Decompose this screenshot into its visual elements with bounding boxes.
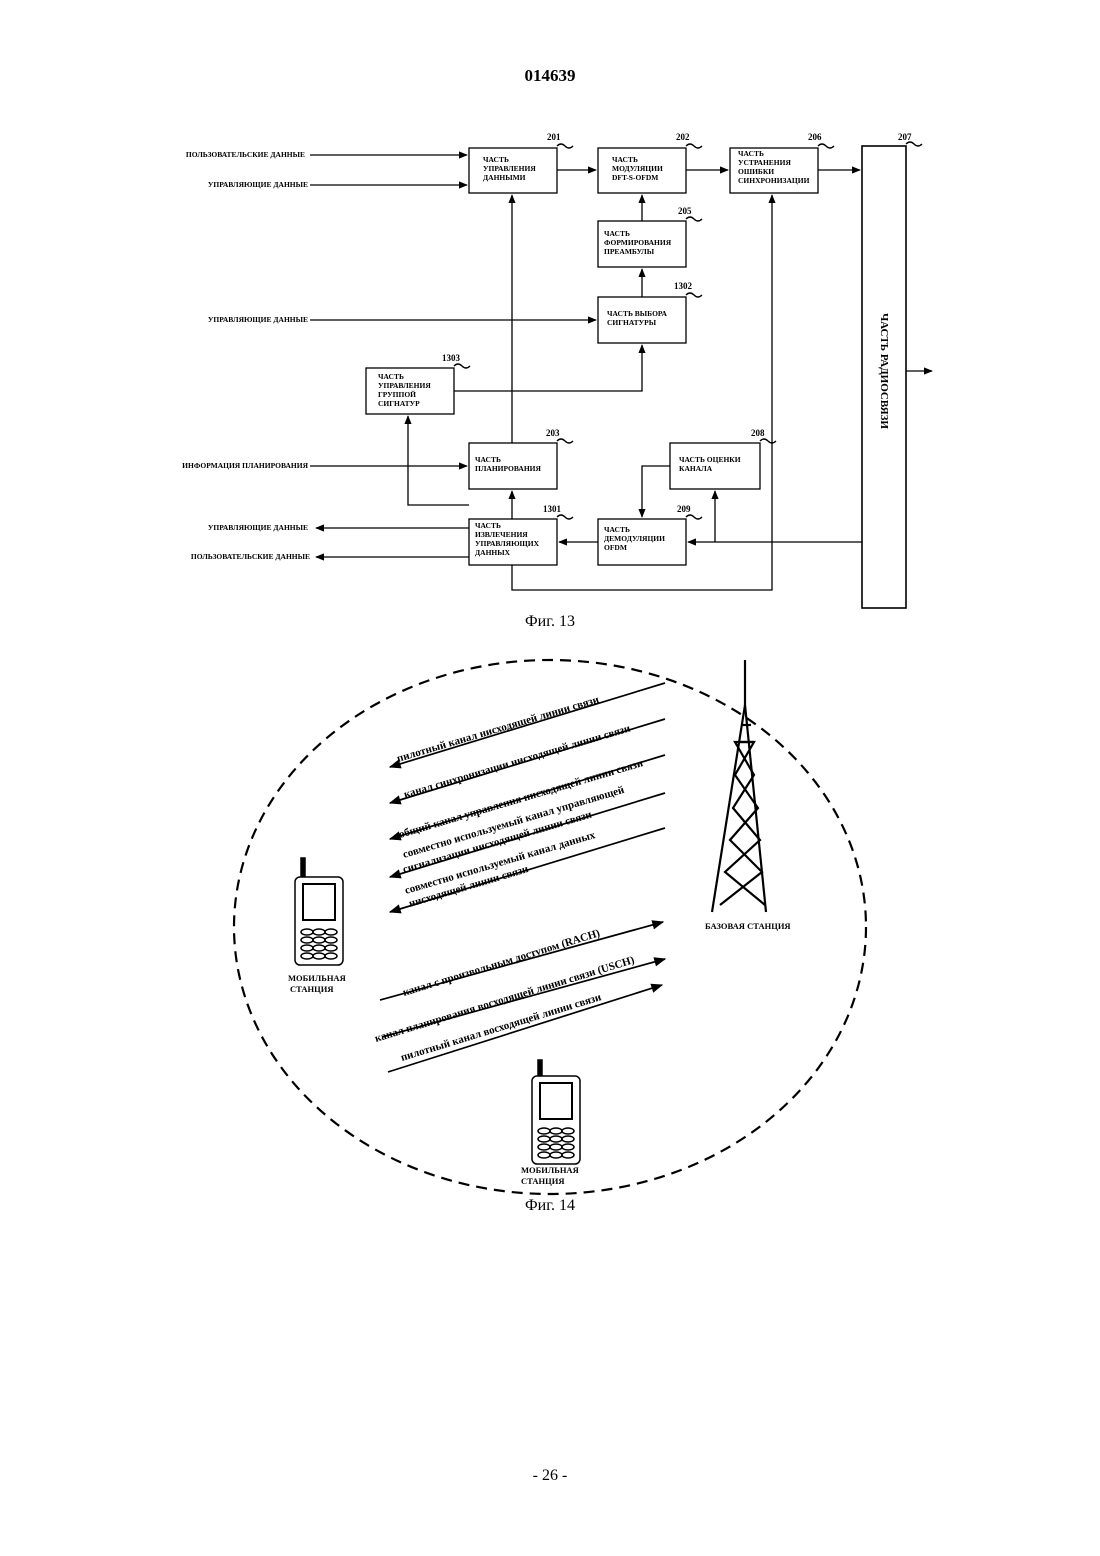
block-209-line-1: ЧАСТЬ: [604, 525, 630, 534]
block-1301-line-4: ДАННЫХ: [475, 548, 511, 557]
block-1302-line-2: СИГНАТУРЫ: [607, 318, 657, 327]
block-1303-line-4: СИГНАТУР: [378, 399, 420, 408]
block-201-line-1: ЧАСТЬ: [483, 155, 509, 164]
mobile-station-1-line-2: СТАНЦИЯ: [290, 984, 334, 994]
block-201-line-3: ДАННЫМИ: [483, 173, 526, 182]
block-205-line-3: ПРЕАМБУЛЫ: [604, 247, 655, 256]
mobile-station-1-line-1: МОБИЛЬНАЯ: [288, 973, 346, 983]
block-207-label: ЧАСТЬ РАДИОСВЯЗИ: [878, 313, 890, 429]
ref-207: 207: [898, 132, 912, 142]
mobile-phone-icon: [295, 858, 343, 965]
fig13-caption: Фиг. 13: [0, 613, 1100, 631]
block-206-line-4: СИНХРОНИЗАЦИИ: [738, 176, 810, 185]
block-202-line-3: DFT-S-OFDM: [612, 173, 658, 182]
base-station-label: БАЗОВАЯ СТАНЦИЯ: [705, 921, 791, 931]
block-1303-line-1: ЧАСТЬ: [378, 372, 404, 381]
mobile-phone-icon: [532, 1060, 580, 1164]
block-206-line-1: ЧАСТЬ: [738, 149, 764, 158]
dl-sync-label: канал синхронизации нисходящей линии свя…: [402, 722, 632, 801]
ref-201: 201: [547, 132, 561, 142]
block-202-line-2: МОДУЛЯЦИИ: [612, 164, 663, 173]
block-203-line-2: ПЛАНИРОВАНИЯ: [475, 464, 541, 473]
uplink-labels: канал с произвольным доступом (RACH) кан…: [373, 927, 636, 1064]
ref-1302: 1302: [674, 281, 693, 291]
block-205-line-2: ФОРМИРОВАНИЯ: [604, 238, 672, 247]
input-control-data-2: УПРАВЛЯЮЩИЕ ДАННЫЕ: [208, 315, 308, 324]
block-1301-line-1: ЧАСТЬ: [475, 521, 501, 530]
fig13-labels: ПОЛЬЗОВАТЕЛЬСКИЕ ДАННЫЕ УПРАВЛЯЮЩИЕ ДАНН…: [182, 149, 890, 561]
block-209-line-2: ДЕМОДУЛЯЦИИ: [604, 534, 665, 543]
ul-rach-label: канал с произвольным доступом (RACH): [401, 927, 601, 999]
input-user-data: ПОЛЬЗОВАТЕЛЬСКИЕ ДАННЫЕ: [186, 150, 305, 159]
output-control-data: УПРАВЛЯЮЩИЕ ДАННЫЕ: [208, 523, 308, 532]
ref-208: 208: [751, 428, 765, 438]
block-208-line-2: КАНАЛА: [679, 464, 713, 473]
block-1302-line-1: ЧАСТЬ ВЫБОРА: [607, 309, 668, 318]
page-number: - 26 -: [0, 1467, 1100, 1485]
block-206-line-2: УСТРАНЕНИЯ: [738, 158, 791, 167]
block-201-line-2: УПРАВЛЕНИЯ: [483, 164, 536, 173]
ref-209: 209: [677, 504, 691, 514]
ref-1301: 1301: [543, 504, 562, 514]
block-1301-line-2: ИЗВЛЕЧЕНИЯ: [475, 530, 528, 539]
tower-icon: [712, 660, 766, 912]
block-203-line-1: ЧАСТЬ: [475, 455, 501, 464]
input-scheduling-info: ИНФОРМАЦИЯ ПЛАНИРОВАНИЯ: [182, 461, 308, 470]
mobile-station-2-line-1: МОБИЛЬНАЯ: [521, 1165, 579, 1175]
ref-202: 202: [676, 132, 690, 142]
ref-205: 205: [678, 206, 692, 216]
block-1303-line-2: УПРАВЛЕНИЯ: [378, 381, 431, 390]
block-208-line-1: ЧАСТЬ ОЦЕНКИ: [679, 455, 741, 464]
downlink-labels: пилотный канал нисходящей линии связи ка…: [395, 693, 645, 909]
ref-206: 206: [808, 132, 822, 142]
block-206-line-3: ОШИБКИ: [738, 167, 774, 176]
block-205-line-1: ЧАСТЬ: [604, 229, 630, 238]
fig14-caption: Фиг. 14: [0, 1197, 1100, 1215]
block-209-line-3: OFDM: [604, 543, 627, 552]
dl-pilot-label: пилотный канал нисходящей линии связи: [395, 693, 601, 764]
ref-203: 203: [546, 428, 560, 438]
ref-1303: 1303: [442, 353, 461, 363]
mobile-station-2-line-2: СТАНЦИЯ: [521, 1176, 565, 1186]
block-1301-line-3: УПРАВЛЯЮЩИХ: [475, 539, 540, 548]
input-control-data-1: УПРАВЛЯЮЩИЕ ДАННЫЕ: [208, 180, 308, 189]
block-202-line-1: ЧАСТЬ: [612, 155, 638, 164]
fig14-diagram: пилотный канал нисходящей линии связи ка…: [234, 660, 866, 1194]
output-user-data: ПОЛЬЗОВАТЕЛЬСКИЕ ДАННЫЕ: [191, 552, 310, 561]
block-1303-line-3: ГРУППОЙ: [378, 390, 416, 399]
